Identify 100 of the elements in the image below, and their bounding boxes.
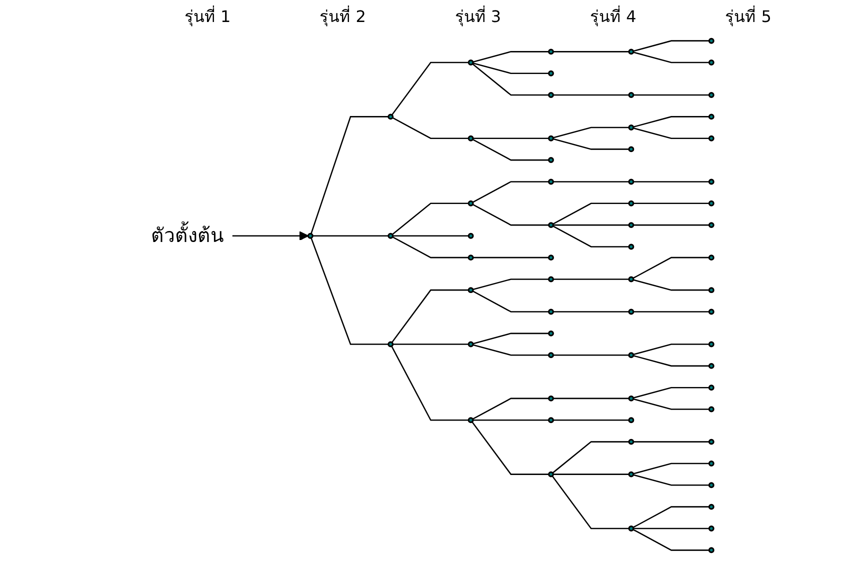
connector — [472, 421, 549, 475]
node-circle — [548, 395, 554, 402]
connector — [312, 235, 388, 237]
node-circle — [548, 417, 554, 424]
node-circle — [708, 308, 714, 315]
connector — [633, 355, 710, 367]
node-circle — [628, 526, 634, 532]
node-circle — [708, 438, 714, 445]
connector — [633, 127, 710, 140]
connector — [392, 235, 469, 237]
connector — [310, 116, 388, 234]
connector — [552, 126, 630, 138]
generation-heading: รุ่นที่ 5 — [725, 4, 772, 28]
connector — [633, 441, 710, 442]
connector — [392, 344, 469, 345]
connector — [391, 346, 469, 421]
node-circle — [548, 70, 554, 76]
connector — [552, 441, 630, 474]
connector — [553, 224, 630, 226]
node-circle — [708, 200, 714, 206]
node-circle — [708, 135, 714, 142]
node-circle — [548, 352, 554, 358]
node-circle — [708, 114, 714, 120]
node-circle — [548, 471, 554, 478]
node-circle — [708, 254, 714, 261]
node-circle — [548, 308, 554, 315]
node-circle — [708, 384, 714, 391]
node-circle — [548, 135, 554, 142]
connector — [472, 278, 549, 290]
node-circle — [708, 504, 714, 510]
node-circle — [708, 341, 714, 348]
node-circle — [548, 222, 554, 228]
node-circle — [628, 244, 634, 250]
connector — [553, 181, 630, 182]
connector — [633, 202, 710, 204]
connector — [472, 290, 549, 312]
node-circle — [468, 341, 474, 348]
connector — [633, 94, 710, 96]
node-circle — [548, 178, 554, 185]
connector — [633, 474, 710, 486]
node-circle — [708, 178, 714, 185]
node-circle — [628, 438, 634, 445]
connector — [392, 202, 469, 236]
connector — [552, 202, 630, 225]
node-circle — [708, 547, 714, 554]
node-circle — [708, 362, 714, 369]
node-circle — [468, 254, 474, 261]
connector — [472, 256, 549, 258]
connector — [392, 117, 469, 140]
node-circle — [388, 341, 394, 348]
node-circle — [628, 222, 634, 228]
connector — [472, 62, 549, 74]
node-circle — [628, 146, 634, 152]
connector — [552, 476, 630, 530]
connector — [632, 256, 710, 279]
node-circle — [708, 287, 714, 294]
connector — [472, 138, 549, 161]
connector — [552, 138, 630, 150]
node-circle — [628, 48, 634, 55]
connector — [632, 506, 710, 528]
node-circle — [468, 232, 474, 239]
node-circle — [548, 157, 554, 164]
connector — [472, 63, 549, 96]
connector — [633, 386, 710, 399]
connector — [553, 474, 630, 475]
node-circle — [628, 124, 634, 131]
node-circle — [468, 417, 474, 424]
node-circle — [628, 395, 634, 402]
connector — [472, 344, 549, 356]
generation-heading: รุ่นที่ 2 — [320, 4, 366, 28]
node-circle — [468, 200, 474, 206]
connector — [472, 419, 549, 421]
node-circle — [548, 92, 554, 98]
connector — [633, 40, 710, 52]
node-circle — [708, 222, 714, 228]
connector — [633, 181, 710, 182]
node-circle — [468, 60, 474, 66]
connector — [633, 224, 710, 226]
node-circle — [628, 308, 634, 315]
connector — [553, 94, 630, 96]
arrow — [232, 231, 309, 241]
node-circle — [548, 254, 554, 261]
generation-heading: รุ่นที่ 4 — [590, 4, 636, 28]
node-circle — [708, 526, 714, 532]
node-circle — [628, 417, 634, 424]
node-circle — [628, 92, 634, 98]
node-circle — [468, 135, 474, 142]
node-circle — [468, 287, 474, 294]
connector — [472, 51, 549, 63]
node-circle — [708, 406, 714, 412]
connector — [553, 278, 630, 280]
node-circle — [628, 276, 634, 282]
connector — [310, 238, 388, 345]
connector — [391, 62, 469, 116]
connector — [472, 332, 549, 344]
connector — [633, 279, 710, 291]
connector — [392, 236, 469, 258]
connector — [553, 398, 630, 400]
node-circle — [628, 352, 634, 358]
node-circle — [708, 92, 714, 98]
